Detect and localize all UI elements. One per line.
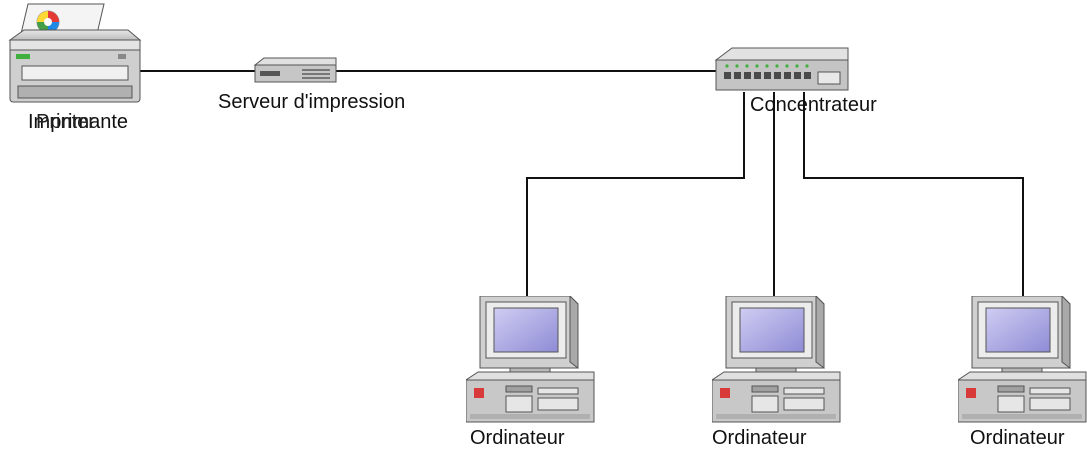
link-hub-computer-3	[803, 92, 1024, 297]
hub-icon	[714, 47, 849, 91]
computer-icon	[466, 296, 595, 423]
hub-led	[755, 64, 759, 68]
print-server-label: Serveur d'impression	[218, 91, 406, 113]
computer-icon	[958, 296, 1087, 423]
hub-led	[765, 64, 769, 68]
hub-led	[795, 64, 799, 68]
printer-label: Imprimante	[28, 111, 129, 133]
hub-led	[745, 64, 749, 68]
computer-label-1: Ordinateur	[470, 427, 565, 449]
hub-port	[784, 72, 791, 79]
hub-port	[794, 72, 801, 79]
computer-icon	[712, 296, 841, 423]
hub-port	[804, 72, 811, 79]
printer-icon	[8, 3, 142, 103]
hub-led	[725, 64, 729, 68]
hub-port	[774, 72, 781, 79]
hub-port	[744, 72, 751, 79]
link-hub-computer-1	[526, 92, 745, 297]
connection-lines	[140, 70, 1024, 297]
computer-label-2: Ordinateur	[712, 427, 807, 449]
hub-led	[785, 64, 789, 68]
hub-port	[754, 72, 761, 79]
hub-led	[775, 64, 779, 68]
hub-led	[735, 64, 739, 68]
hub-label: Concentrateur	[750, 94, 877, 116]
hub-led	[805, 64, 809, 68]
hub-ports	[724, 64, 811, 79]
hub-port	[734, 72, 741, 79]
computer-label-3: Ordinateur	[970, 427, 1065, 449]
print-server-icon	[253, 57, 337, 83]
printer-label-overlap: Printer	[36, 111, 95, 133]
hub-port	[764, 72, 771, 79]
hub-port	[724, 72, 731, 79]
